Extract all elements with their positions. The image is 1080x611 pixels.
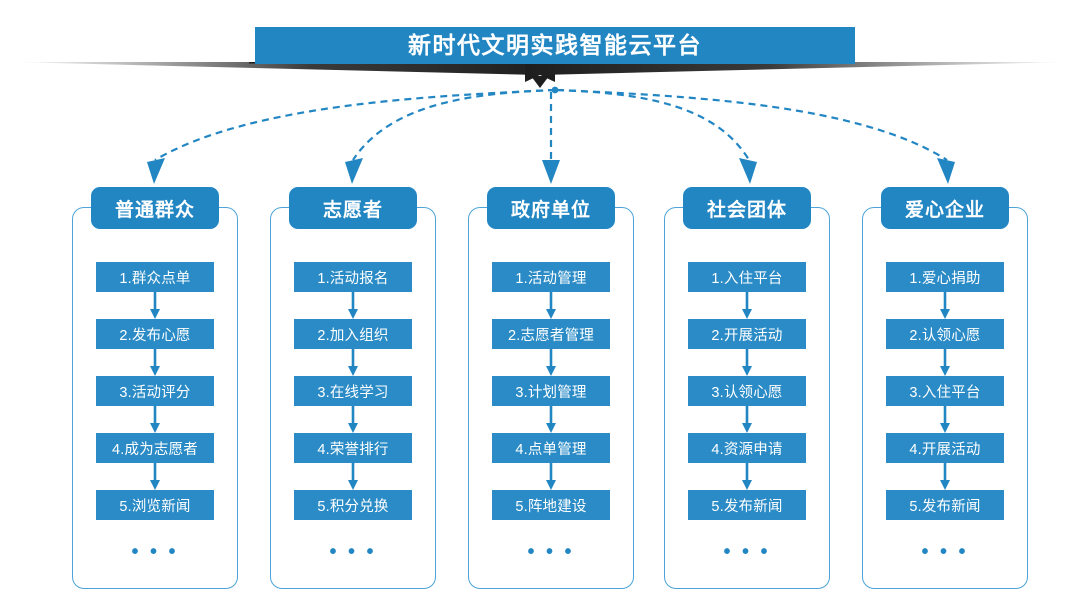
step-box[interactable]: 5.积分兑换	[294, 490, 412, 520]
column-header-3[interactable]: 政府单位	[487, 187, 615, 229]
step-arrow-icon	[346, 463, 360, 490]
step-arrow-icon	[346, 406, 360, 433]
step-arrow-icon	[938, 463, 952, 490]
step-box[interactable]: 1.群众点单	[96, 262, 214, 292]
step-arrow-icon	[740, 349, 754, 376]
step-box[interactable]: 4.成为志愿者	[96, 433, 214, 463]
step-box[interactable]: 1.活动管理	[492, 262, 610, 292]
step-arrow-icon	[544, 463, 558, 490]
step-arrow-icon	[938, 406, 952, 433]
column-header-4[interactable]: 社会团体	[683, 187, 811, 229]
step-arrow-icon	[346, 292, 360, 319]
step-arrow-icon	[346, 349, 360, 376]
step-arrow-icon	[148, 349, 162, 376]
step-box[interactable]: 2.开展活动	[688, 319, 806, 349]
column-body-4: 1.入住平台 2.开展活动 3.认领心愿 4.资源申请 5.发布新闻 • • •	[665, 262, 829, 562]
column-body-1: 1.群众点单 2.发布心愿 3.活动评分 4.成为志愿者 5.浏览新闻 • • …	[73, 262, 237, 562]
step-box[interactable]: 1.爱心捐助	[886, 262, 1004, 292]
step-box[interactable]: 4.资源申请	[688, 433, 806, 463]
more-items-ellipsis[interactable]: • • •	[921, 541, 969, 563]
step-box[interactable]: 2.加入组织	[294, 319, 412, 349]
more-items-ellipsis[interactable]: • • •	[527, 541, 575, 563]
step-arrow-icon	[740, 292, 754, 319]
step-box[interactable]: 3.入住平台	[886, 376, 1004, 406]
step-arrow-icon	[544, 406, 558, 433]
step-arrow-icon	[740, 406, 754, 433]
step-arrow-icon	[148, 463, 162, 490]
more-items-ellipsis[interactable]: • • •	[131, 541, 179, 563]
step-box[interactable]: 5.浏览新闻	[96, 490, 214, 520]
step-box[interactable]: 3.计划管理	[492, 376, 610, 406]
more-items-ellipsis[interactable]: • • •	[723, 541, 771, 563]
role-column-aixin-qiye: 爱心企业 1.爱心捐助 2.认领心愿 3.入住平台 4.开展活动 5.发布	[862, 187, 1028, 589]
column-body-2: 1.活动报名 2.加入组织 3.在线学习 4.荣誉排行 5.积分兑换 • • •	[271, 262, 435, 562]
page-title: 新时代文明实践智能云平台	[408, 32, 702, 58]
step-arrow-icon	[544, 292, 558, 319]
step-arrow-icon	[740, 463, 754, 490]
step-arrow-icon	[938, 292, 952, 319]
more-items-ellipsis[interactable]: • • •	[329, 541, 377, 563]
column-header-5[interactable]: 爱心企业	[881, 187, 1009, 229]
step-box[interactable]: 3.认领心愿	[688, 376, 806, 406]
column-body-5: 1.爱心捐助 2.认领心愿 3.入住平台 4.开展活动 5.发布新闻 • • •	[863, 262, 1027, 562]
step-box[interactable]: 4.开展活动	[886, 433, 1004, 463]
step-arrow-icon	[148, 406, 162, 433]
step-arrow-icon	[148, 292, 162, 319]
step-box[interactable]: 2.发布心愿	[96, 319, 214, 349]
step-box[interactable]: 4.荣誉排行	[294, 433, 412, 463]
step-box[interactable]: 3.活动评分	[96, 376, 214, 406]
step-box[interactable]: 1.活动报名	[294, 262, 412, 292]
column-body-3: 1.活动管理 2.志愿者管理 3.计划管理 4.点单管理 5.阵地建设 • • …	[469, 262, 633, 562]
step-box[interactable]: 1.入住平台	[688, 262, 806, 292]
step-box[interactable]: 2.志愿者管理	[492, 319, 610, 349]
step-box[interactable]: 5.发布新闻	[688, 490, 806, 520]
role-column-zhiyuanzhe: 志愿者 1.活动报名 2.加入组织 3.在线学习 4.荣誉排行 5.积分兑	[270, 187, 436, 589]
step-box[interactable]: 2.认领心愿	[886, 319, 1004, 349]
role-column-shehui-tuanti: 社会团体 1.入住平台 2.开展活动 3.认领心愿 4.资源申请 5.发布	[664, 187, 830, 589]
step-box[interactable]: 4.点单管理	[492, 433, 610, 463]
step-box[interactable]: 3.在线学习	[294, 376, 412, 406]
step-box[interactable]: 5.阵地建设	[492, 490, 610, 520]
platform-title-bar: 新时代文明实践智能云平台	[255, 27, 855, 64]
step-arrow-icon	[938, 349, 952, 376]
column-header-2[interactable]: 志愿者	[289, 187, 417, 229]
step-arrow-icon	[544, 349, 558, 376]
column-header-1[interactable]: 普通群众	[91, 187, 219, 229]
role-column-zhengfu-danwei: 政府单位 1.活动管理 2.志愿者管理 3.计划管理 4.点单管理 5.阵	[468, 187, 634, 589]
role-column-putong-qunzhong: 普通群众 1.群众点单 2.发布心愿 3.活动评分 4.成为志愿者 5.浏	[72, 187, 238, 589]
step-box[interactable]: 5.发布新闻	[886, 490, 1004, 520]
